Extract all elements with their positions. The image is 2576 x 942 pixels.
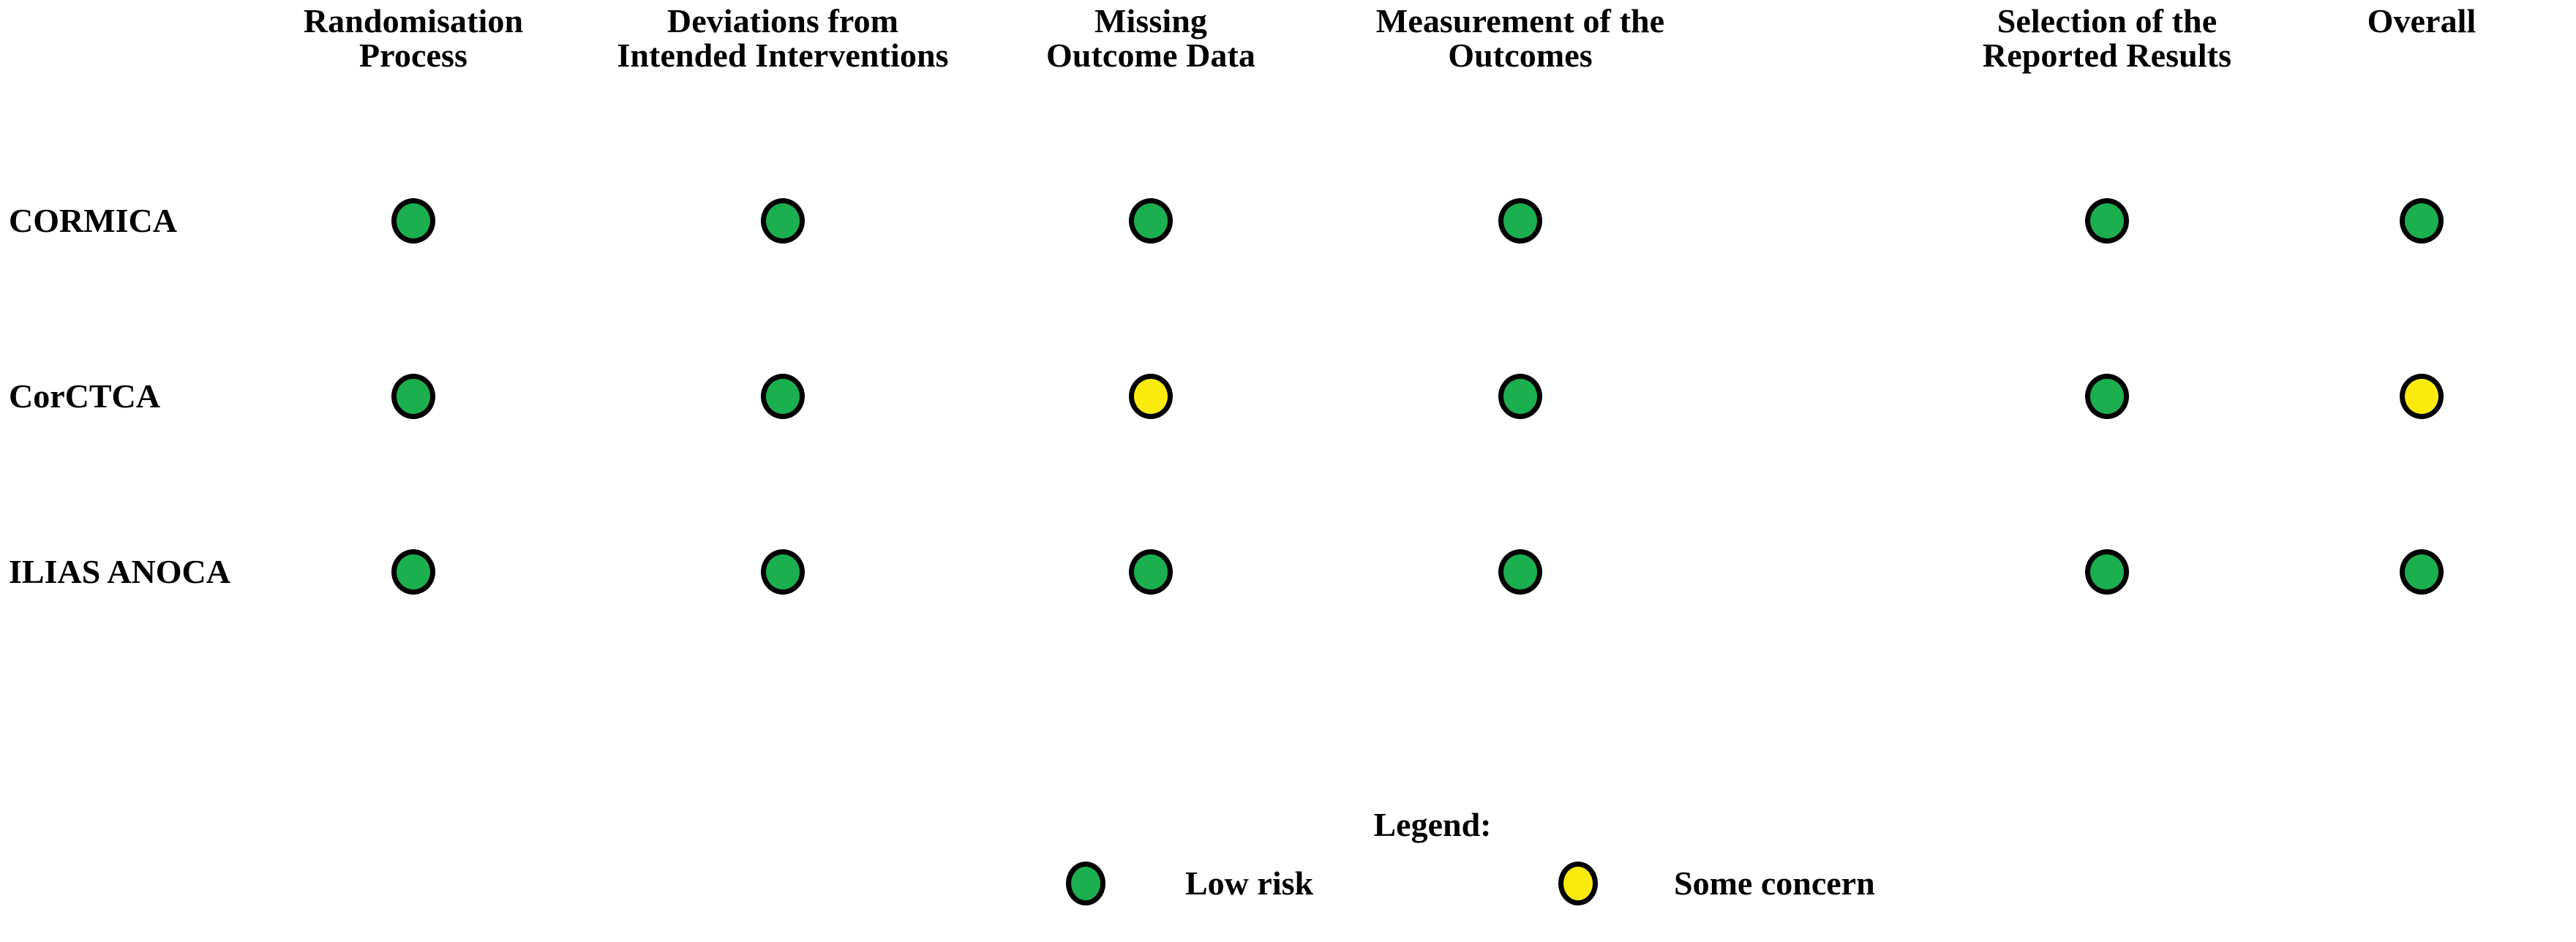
low-risk-circle-icon [391, 374, 435, 419]
row-label-ilias-anoca: ILIAS ANOCA [9, 553, 230, 590]
low-risk-circle-icon [1498, 198, 1542, 244]
low-risk-circle-icon [391, 198, 435, 244]
low-risk-circle-icon [1498, 374, 1542, 419]
column-header-randomisation-process: Randomisation Process [303, 2, 524, 74]
column-header-missing-outcome-data: Missing Outcome Data [1045, 2, 1256, 74]
low-risk-circle-icon [391, 549, 435, 595]
low-risk-circle-icon [1129, 549, 1173, 595]
row-label-corctca: CorCTCA [9, 377, 160, 415]
low-risk-circle-icon [761, 549, 805, 595]
legend-label-low: Low risk [1185, 864, 1314, 902]
low-risk-circle-icon [2400, 549, 2444, 595]
some-concern-circle-icon [2400, 374, 2444, 419]
legend-title: Legend: [1373, 806, 1492, 843]
low-risk-circle-icon [761, 198, 805, 244]
legend-some-concern-circle-icon [1558, 862, 1598, 905]
row-label-cormica: CORMICA [9, 202, 177, 239]
low-risk-circle-icon [2085, 374, 2129, 419]
low-risk-circle-icon [2085, 198, 2129, 244]
some-concern-circle-icon [1129, 374, 1173, 419]
column-header-overall: Overall [2367, 2, 2477, 39]
column-header-deviations-from-intended-interventions: Deviations from Intended Interventions [617, 2, 949, 74]
low-risk-circle-icon [1498, 549, 1542, 595]
low-risk-circle-icon [761, 374, 805, 419]
low-risk-circle-icon [2085, 549, 2129, 595]
low-risk-circle-icon [2400, 198, 2444, 244]
legend-low-risk-circle-icon [1066, 862, 1105, 905]
low-risk-circle-icon [1129, 198, 1173, 244]
legend-label-concern: Some concern [1674, 864, 1875, 902]
column-header-selection-of-the-reported-results: Selection of the Reported Results [1982, 2, 2232, 74]
column-header-measurement-of-the-outcomes: Measurement of the Outcomes [1375, 2, 1665, 74]
